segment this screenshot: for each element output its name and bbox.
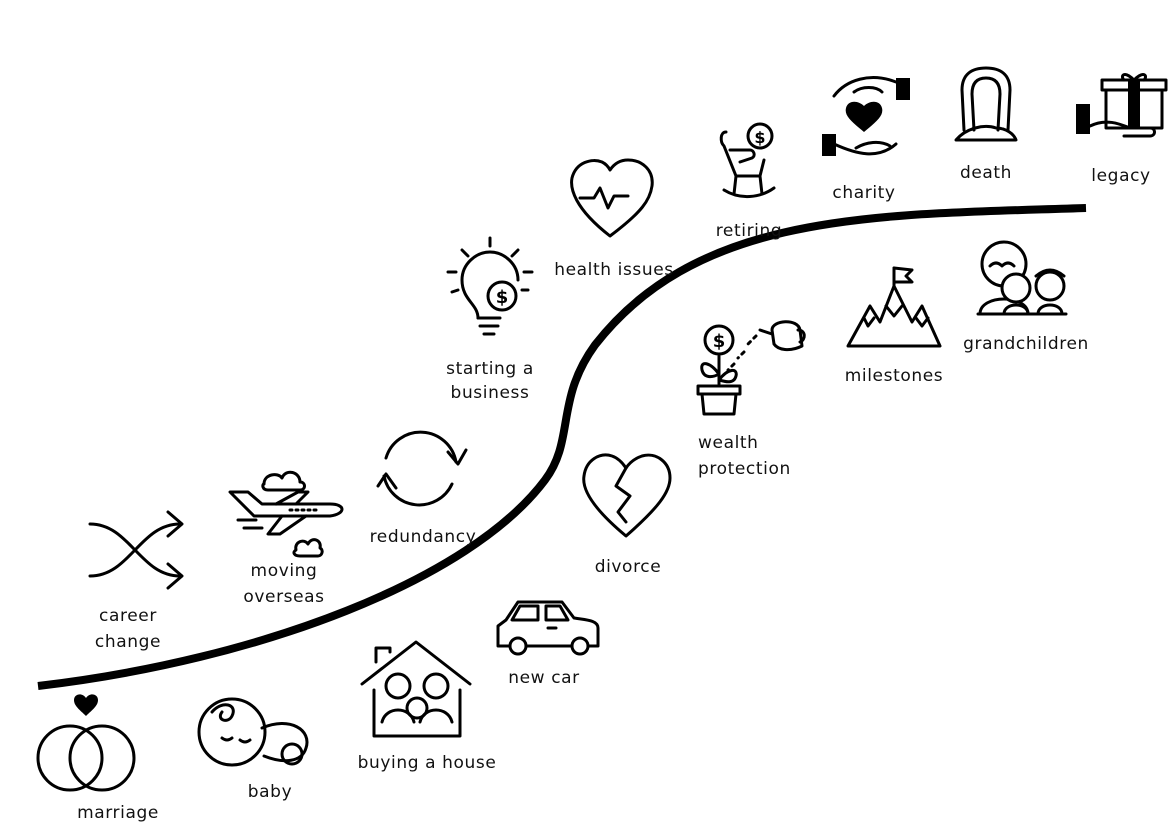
broken-heart-icon	[582, 453, 672, 538]
cycle-arrows-icon	[376, 430, 468, 507]
car-icon	[496, 600, 600, 656]
label-wealth-line1: wealth	[698, 433, 759, 453]
mountain-flag-icon	[846, 266, 942, 348]
label-buying-a-house: buying a house	[357, 753, 497, 773]
label-marriage: marriage	[77, 803, 159, 823]
label-health-issues: health issues	[554, 260, 674, 280]
baby-icon	[197, 697, 309, 767]
label-redundancy: redundancy	[369, 527, 477, 547]
label-death: death	[959, 163, 1013, 183]
svg-text:$: $	[713, 331, 726, 352]
house-family-icon	[360, 640, 472, 738]
label-legacy: legacy	[1091, 166, 1151, 186]
shuffle-arrows-icon	[88, 510, 184, 590]
svg-text:$: $	[496, 287, 509, 308]
grandparent-children-icon	[976, 240, 1068, 316]
label-divorce: divorce	[594, 557, 662, 577]
airplane-icon	[228, 470, 344, 558]
marriage-rings-icon	[36, 694, 136, 792]
rocking-chair-dollar-icon: $	[719, 122, 776, 198]
label-grandchildren: grandchildren	[963, 334, 1089, 354]
label-milestones: milestones	[844, 366, 944, 386]
label-moving-line1: moving	[250, 561, 318, 581]
heart-pulse-icon	[570, 158, 654, 238]
life-curve	[37, 204, 1087, 690]
charity-hands-heart-icon	[822, 76, 910, 156]
label-moving-line2: overseas	[243, 587, 325, 607]
lightbulb-dollar-icon: $	[446, 236, 534, 336]
svg-text:$: $	[754, 128, 765, 147]
gravestone-icon	[954, 66, 1018, 142]
label-baby: baby	[247, 782, 293, 802]
label-career-line1: career	[99, 606, 157, 626]
label-starting-line1: starting a	[446, 359, 534, 379]
hand-gift-icon	[1076, 73, 1168, 138]
label-retiring: retiring	[715, 221, 783, 241]
label-career-line2: change	[94, 632, 162, 652]
label-charity: charity	[832, 183, 896, 203]
label-wealth-line2: protection	[698, 459, 791, 479]
plant-money-icon: $	[696, 320, 806, 416]
label-new-car: new car	[508, 668, 580, 688]
label-starting-line2: business	[450, 383, 530, 403]
